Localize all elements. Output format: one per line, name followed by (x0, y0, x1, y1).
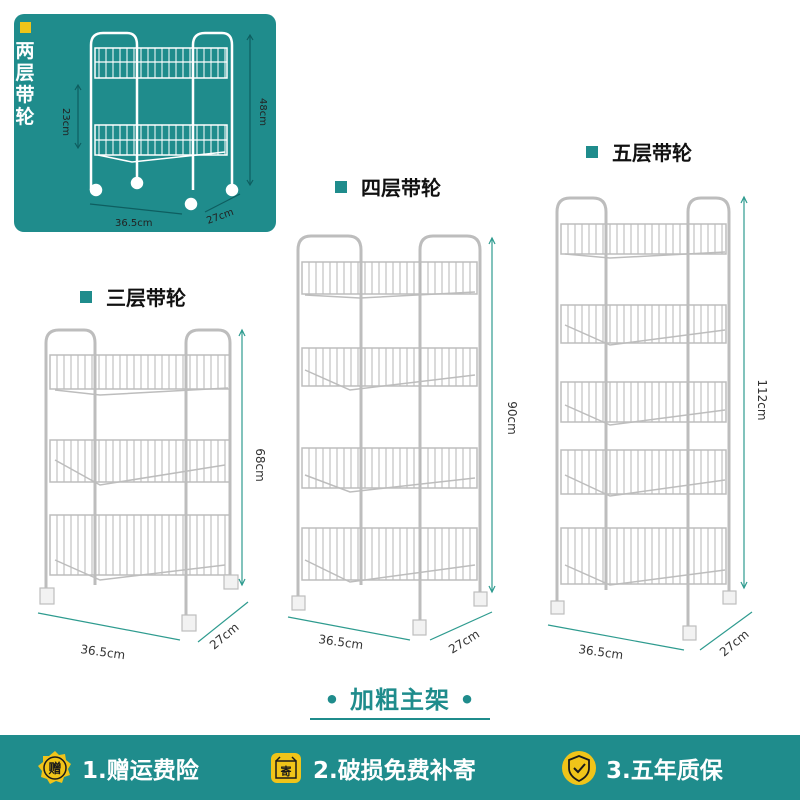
three-tier-label: 三层带轮 (80, 282, 186, 311)
caption-underline (310, 718, 490, 720)
two-tier-width: 36.5cm (115, 218, 153, 229)
feature-damage-resend: 寄 2.破损免费补寄 (267, 735, 476, 800)
five-tier-dimensions (547, 195, 753, 651)
feature-shipping-insurance: 赠 1.赠运费险 (36, 735, 199, 800)
five-tier-depth: 27cm (717, 627, 752, 659)
feature-bar: 赠 1.赠运费险 寄 2.破损免费补寄 3.五年质保 (0, 735, 800, 800)
caption-block: • 加粗主架 • (310, 680, 490, 720)
four-tier-height: 90cm (505, 401, 519, 435)
two-tier-height-small: 23cm (60, 108, 71, 136)
four-tier-rack (291, 234, 488, 636)
five-tier-width: 36.5cm (578, 642, 625, 662)
teal-square-icon (335, 180, 347, 193)
five-tier-rack (550, 196, 737, 641)
three-tier-depth: 27cm (207, 620, 242, 652)
package-box-icon: 寄 (271, 752, 301, 783)
svg-text:赠: 赠 (48, 761, 61, 777)
two-tier-rack (89, 31, 239, 211)
teal-square-icon (586, 145, 598, 158)
caption-text: • 加粗主架 • (324, 686, 476, 714)
three-tier-dimensions (37, 328, 249, 643)
svg-text:寄: 寄 (281, 764, 292, 778)
five-tier-label: 五层带轮 (586, 137, 692, 166)
three-tier-rack (39, 328, 239, 632)
gold-square-icon (20, 22, 31, 33)
three-tier-width: 36.5cm (80, 642, 127, 662)
two-tier-dimensions (74, 33, 254, 215)
five-tier-height: 112cm (755, 379, 769, 420)
four-tier-label: 四层带轮 (335, 172, 441, 201)
product-illustration: 23cm 48cm 36.5cm 27cm 68cm 36.5cm 27cm (37, 31, 769, 662)
three-tier-height: 68cm (253, 448, 267, 482)
two-tier-title: 两层带轮 (15, 40, 35, 128)
gift-badge-icon: 赠 (38, 750, 71, 784)
four-tier-depth: 27cm (446, 627, 482, 657)
feature-warranty: 3.五年质保 (560, 735, 723, 800)
shield-check-icon (562, 750, 596, 785)
four-tier-dimensions (287, 236, 496, 641)
four-tier-width: 36.5cm (318, 632, 365, 652)
teal-square-icon (80, 290, 92, 303)
two-tier-height-total: 48cm (257, 98, 268, 126)
